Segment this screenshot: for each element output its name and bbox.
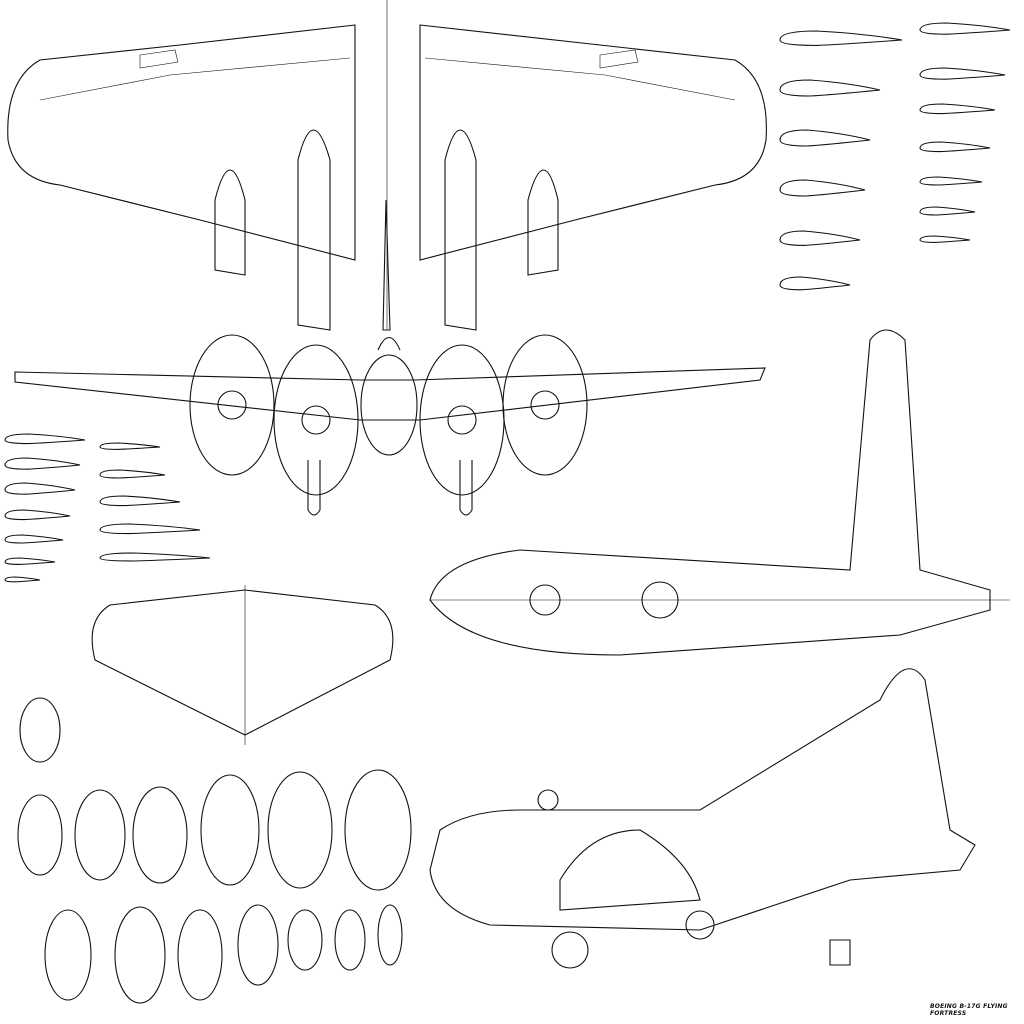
drawing-title: BOEING B-17G FLYING FORTRESS — [930, 1003, 1008, 1017]
fuselage-section — [44, 909, 92, 1001]
fuselage-section — [334, 909, 366, 971]
airfoil-profile — [779, 276, 851, 291]
airfoil-profile — [99, 469, 166, 479]
airfoil-profile — [779, 179, 866, 197]
airfoil-profile — [99, 442, 161, 450]
fuselage-section — [114, 906, 166, 1004]
airfoil-profile — [99, 523, 201, 535]
airfoil-profile — [4, 557, 56, 565]
fuselage-section — [177, 909, 223, 1001]
fuselage-section — [74, 789, 126, 881]
airfoil-profile — [99, 552, 211, 562]
airfoil-profile — [919, 67, 1006, 80]
airfoil-profile — [4, 457, 81, 470]
airfoil-sections — [4, 22, 1011, 583]
fuselage-section — [17, 794, 63, 876]
top-view-nacelles — [214, 129, 559, 331]
fuselage-section — [200, 774, 260, 886]
airfoil-profile — [4, 509, 71, 521]
side-view-bottom — [429, 668, 976, 969]
fuselage-section — [344, 769, 412, 891]
airfoil-profile — [99, 495, 181, 507]
airfoil-profile — [4, 433, 86, 445]
tailplane-plan-view — [91, 585, 394, 745]
fuselage-section — [237, 904, 279, 986]
top-view-wing-left — [7, 24, 356, 261]
fuselage-sections — [17, 697, 412, 1004]
airfoil-profile — [919, 176, 983, 186]
front-view — [14, 334, 766, 516]
airfoil-profile — [919, 141, 991, 153]
top-view-wing-right — [419, 24, 767, 261]
airfoil-profile — [919, 206, 976, 216]
fuselage-section — [132, 786, 188, 884]
airfoil-profile — [4, 482, 76, 495]
airfoil-profile — [779, 79, 881, 97]
fuselage-section — [19, 697, 61, 763]
airfoil-profile — [4, 576, 41, 583]
airfoil-profile — [779, 230, 861, 246]
airfoil-profile — [919, 235, 971, 243]
airfoil-profile — [779, 30, 903, 46]
airfoil-profile — [779, 129, 871, 147]
fuselage-tail-top — [382, 199, 391, 331]
airfoil-profile — [4, 534, 64, 544]
side-view-top — [429, 329, 1010, 656]
fuselage-section — [267, 771, 333, 889]
fuselage-section — [377, 904, 403, 966]
airfoil-profile — [919, 22, 1011, 35]
fuselage-section — [287, 909, 323, 971]
airfoil-profile — [919, 103, 996, 115]
